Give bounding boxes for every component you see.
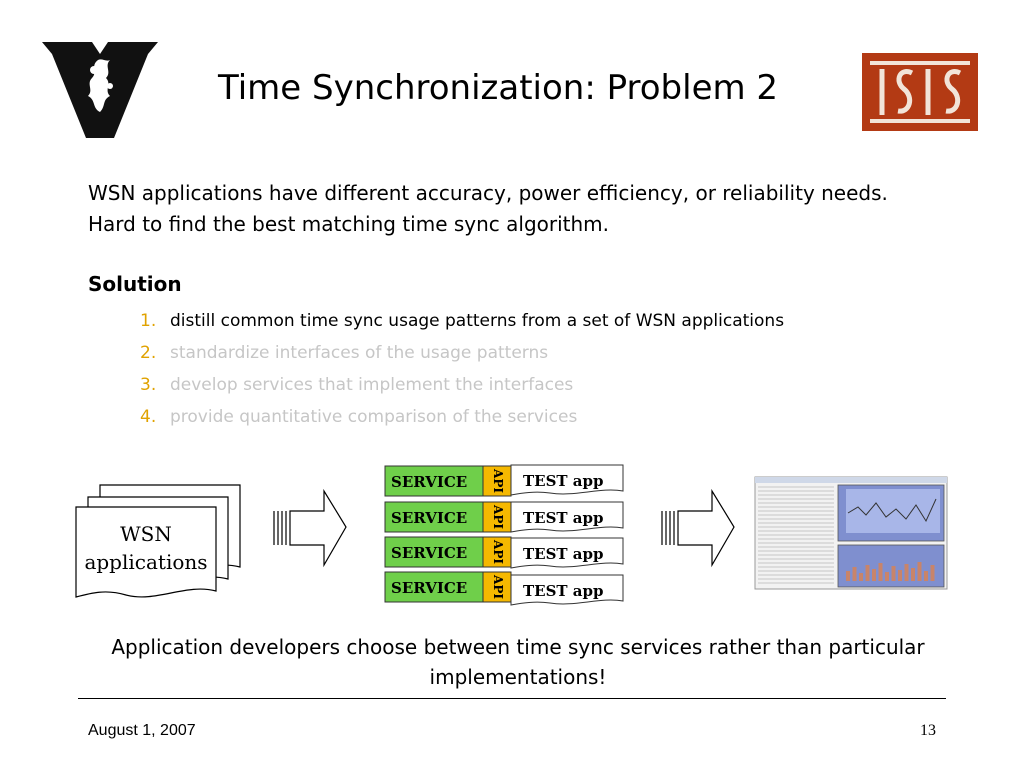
documents-label-line1: WSN: [120, 522, 172, 546]
block-arrow-right-icon: [273, 488, 347, 568]
step-text: distill common time sync usage patterns …: [170, 311, 785, 331]
test-app-label: TEST app: [523, 545, 604, 563]
service-row: SERVICE API TEST app: [384, 501, 624, 533]
api-label: API: [491, 504, 505, 529]
api-label: API: [491, 574, 505, 599]
solution-steps-list: 1. distill common time sync usage pattern…: [140, 307, 784, 435]
step-text: standardize interfaces of the usage patt…: [170, 343, 549, 363]
time-sync-diagram: WSN applications SERVICE API TEST app SE…: [75, 464, 948, 606]
slide-caption: Application developers choose between ti…: [111, 635, 925, 689]
service-label: SERVICE: [391, 509, 467, 527]
api-label: API: [491, 468, 505, 493]
test-app-label: TEST app: [523, 582, 604, 600]
footer-divider: [78, 698, 946, 699]
solution-step-4: 4. provide quantitative comparison of the…: [140, 403, 784, 435]
step-number: 3.: [140, 375, 157, 395]
documents-label-line2: applications: [84, 550, 207, 574]
service-row: SERVICE API TEST app: [384, 571, 624, 606]
intro-paragraph: WSN applications have different accuracy…: [88, 181, 888, 236]
service-label: SERVICE: [391, 579, 467, 597]
spreadsheet-chart-thumbnail: [754, 476, 948, 590]
test-app-label: TEST app: [523, 509, 604, 527]
service-label: SERVICE: [391, 544, 467, 562]
block-arrow-right-icon: [661, 488, 735, 568]
page-number: 13: [920, 722, 936, 739]
isis-logo-letters: [879, 69, 962, 115]
solution-step-1: 1. distill common time sync usage pattern…: [140, 307, 784, 339]
document-stack-icon: [75, 484, 241, 598]
api-label: API: [491, 539, 505, 564]
solution-heading: Solution: [88, 272, 182, 296]
test-app-label: TEST app: [523, 472, 604, 490]
isis-logo: [862, 53, 978, 131]
step-text: develop services that implement the inte…: [170, 375, 574, 395]
step-text: provide quantitative comparison of the s…: [170, 407, 578, 427]
footer-date: August 1, 2007: [88, 722, 196, 739]
solution-step-2: 2. standardize interfaces of the usage pa…: [140, 339, 784, 371]
step-number: 1.: [140, 311, 157, 331]
service-label: SERVICE: [391, 473, 467, 491]
solution-step-3: 3. develop services that implement the in…: [140, 371, 784, 403]
vanderbilt-v-logo: [42, 42, 158, 138]
step-number: 2.: [140, 343, 157, 363]
step-number: 4.: [140, 407, 157, 427]
service-row: SERVICE API TEST app: [384, 464, 624, 497]
service-row: SERVICE API TEST app: [384, 536, 624, 569]
slide-title: Time Synchronization: Problem 2: [218, 68, 779, 108]
